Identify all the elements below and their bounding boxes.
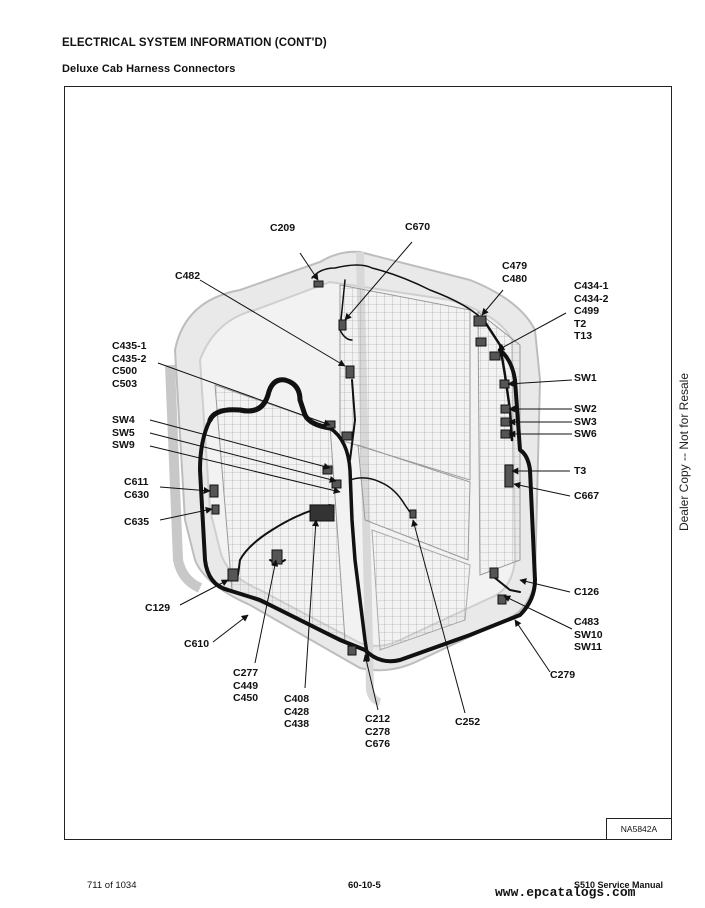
label-c277-group: C277 C449 C450 — [233, 667, 259, 704]
label-sw4-sw5-sw9: SW4 SW5 SW9 — [112, 414, 135, 451]
watermark-url: www.epcatalogs.com — [495, 885, 636, 900]
label-c670: C670 — [405, 221, 431, 233]
label-c610: C610 — [184, 638, 210, 650]
label-c129: C129 — [145, 602, 171, 614]
side-watermark: Dealer Copy -- Not for Resale — [672, 352, 696, 552]
page-number: 711 of 1034 — [87, 880, 137, 891]
figure-id: NA5842A — [606, 818, 672, 840]
label-c479-c480: C479 C480 — [502, 260, 528, 285]
label-t3: T3 — [574, 465, 587, 477]
manual-title: S510 Service Manual — [574, 880, 664, 890]
label-c408-group: C408 C428 C438 — [284, 693, 310, 730]
leader-lines — [149, 241, 573, 714]
diagram-frame — [64, 86, 672, 840]
label-sw1: SW1 — [574, 372, 597, 384]
section-title: ELECTRICAL SYSTEM INFORMATION (CONT'D) — [62, 37, 327, 49]
label-c483-group: C483 SW10 SW11 — [574, 616, 603, 653]
section-number: 60-10-5 — [348, 880, 381, 891]
label-c126: C126 — [574, 586, 600, 598]
label-c279: C279 — [550, 669, 576, 681]
label-c482: C482 — [175, 270, 201, 282]
label-c435-group: C435-1 C435-2 C500 C503 — [112, 340, 147, 390]
label-sw2: SW2 — [574, 403, 597, 415]
label-c635: C635 — [124, 516, 150, 528]
label-sw3: SW3 — [574, 416, 597, 428]
label-c434-group: C434-1 C434-2 C499 T2 T13 — [574, 280, 609, 342]
label-c212-group: C212 C278 C676 — [365, 713, 391, 750]
label-c209: C209 — [270, 222, 296, 234]
side-watermark-text: Dealer Copy -- Not for Resale — [677, 372, 691, 532]
diagram-subtitle: Deluxe Cab Harness Connectors — [62, 63, 236, 75]
label-sw6: SW6 — [574, 428, 597, 440]
label-c667: C667 — [574, 490, 600, 502]
label-c252: C252 — [455, 716, 481, 728]
label-c611-c630: C611 C630 — [124, 476, 150, 501]
